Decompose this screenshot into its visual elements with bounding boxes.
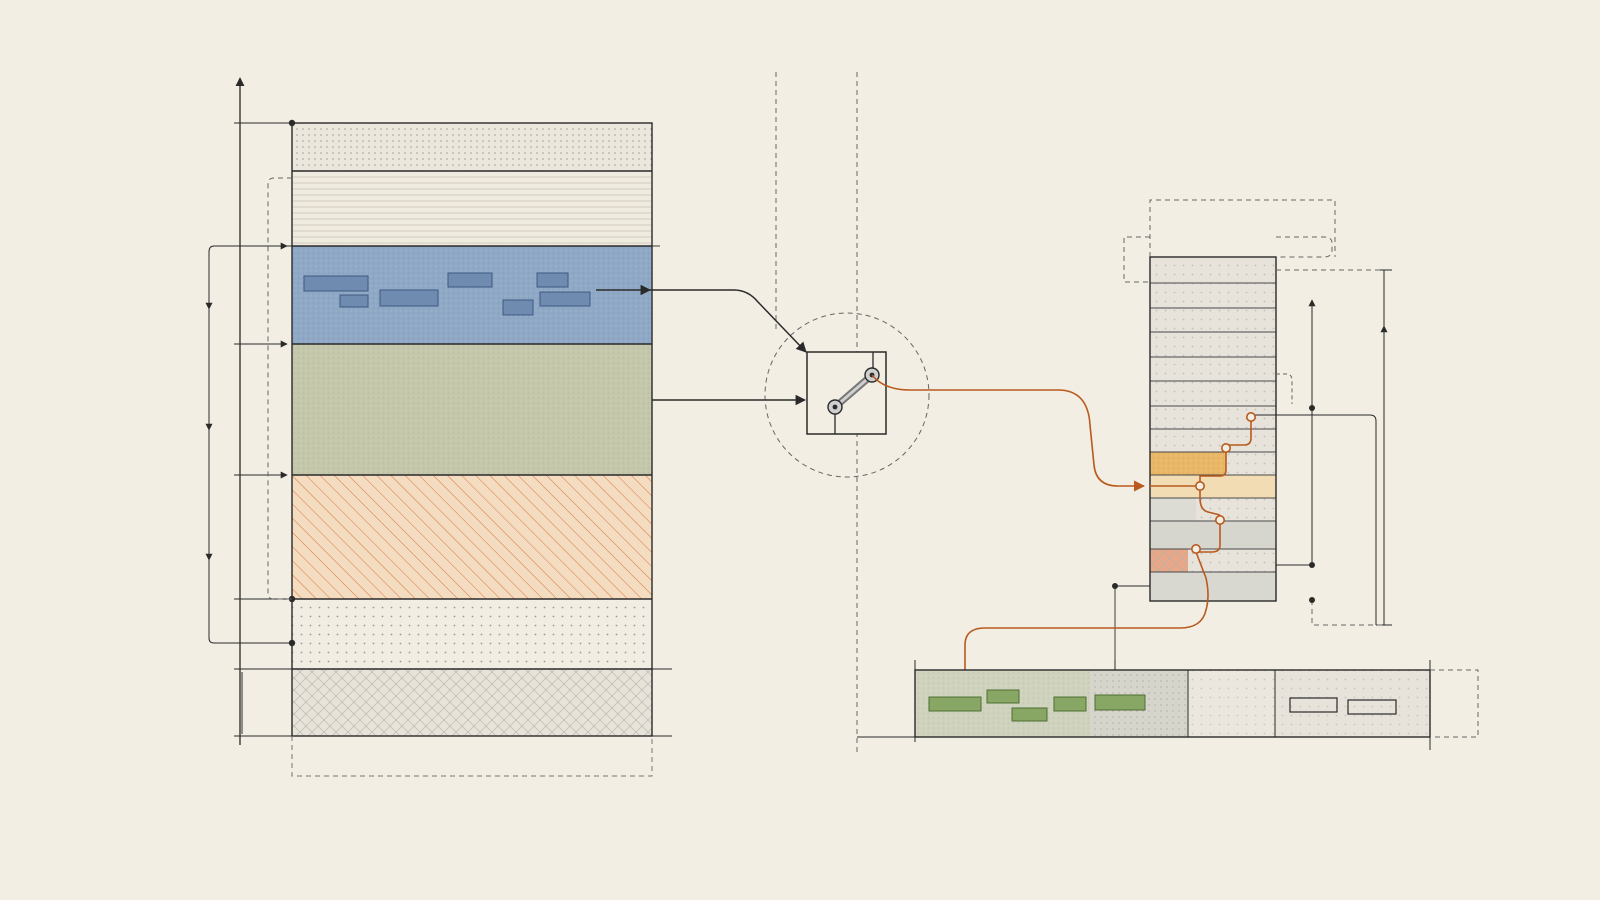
right-storage-column [1112, 199, 1392, 670]
left-layer-stack [205, 77, 672, 777]
route-junction [1215, 514, 1226, 525]
route-junction [1221, 442, 1232, 453]
data-block [539, 291, 591, 307]
row-highlight-gray [1150, 521, 1276, 549]
route-to-tray [959, 551, 1209, 697]
connector-arrow [650, 289, 807, 353]
data-block [1094, 694, 1146, 711]
data-block [339, 294, 369, 308]
row-highlight-gray [1150, 572, 1276, 601]
row-highlight-gray [1150, 498, 1196, 521]
data-block [502, 299, 534, 316]
row-highlight-pale-amber [1150, 475, 1276, 498]
data-block [1053, 696, 1087, 712]
bottom-tray [857, 660, 1479, 750]
data-block [447, 272, 493, 288]
input-connectors [596, 284, 807, 406]
green-block-group [928, 689, 1146, 722]
route-junction [1246, 411, 1257, 422]
data-block [379, 289, 439, 307]
dimension-bracket [208, 245, 292, 644]
data-block [986, 689, 1020, 704]
switch-halo [764, 312, 930, 478]
data-block [303, 275, 369, 292]
outline-slot-group [1289, 697, 1397, 715]
outline-slot [1347, 699, 1397, 715]
blue-block-group [303, 272, 591, 316]
column-header-ghost [1149, 199, 1336, 257]
anchor-dot [1309, 405, 1315, 411]
outline-slot [1289, 697, 1338, 713]
anchor-dot [1309, 597, 1315, 603]
toggle-switch-icon [827, 352, 880, 434]
rust-routing-wires [871, 374, 1252, 697]
route-junction [1195, 480, 1206, 491]
anchor-dot [288, 119, 296, 127]
data-block [1011, 707, 1048, 722]
anchor-dot [1309, 562, 1315, 568]
route-to-column [871, 374, 1146, 492]
switch-node [764, 312, 930, 478]
dashed-return-bracket [267, 177, 292, 600]
route-junction-nodes [1191, 411, 1257, 554]
route-junction [1191, 543, 1202, 554]
data-block [928, 696, 982, 712]
ghost-layer-outline [291, 736, 653, 777]
data-block [536, 272, 569, 288]
center-divider-lines [775, 72, 858, 752]
